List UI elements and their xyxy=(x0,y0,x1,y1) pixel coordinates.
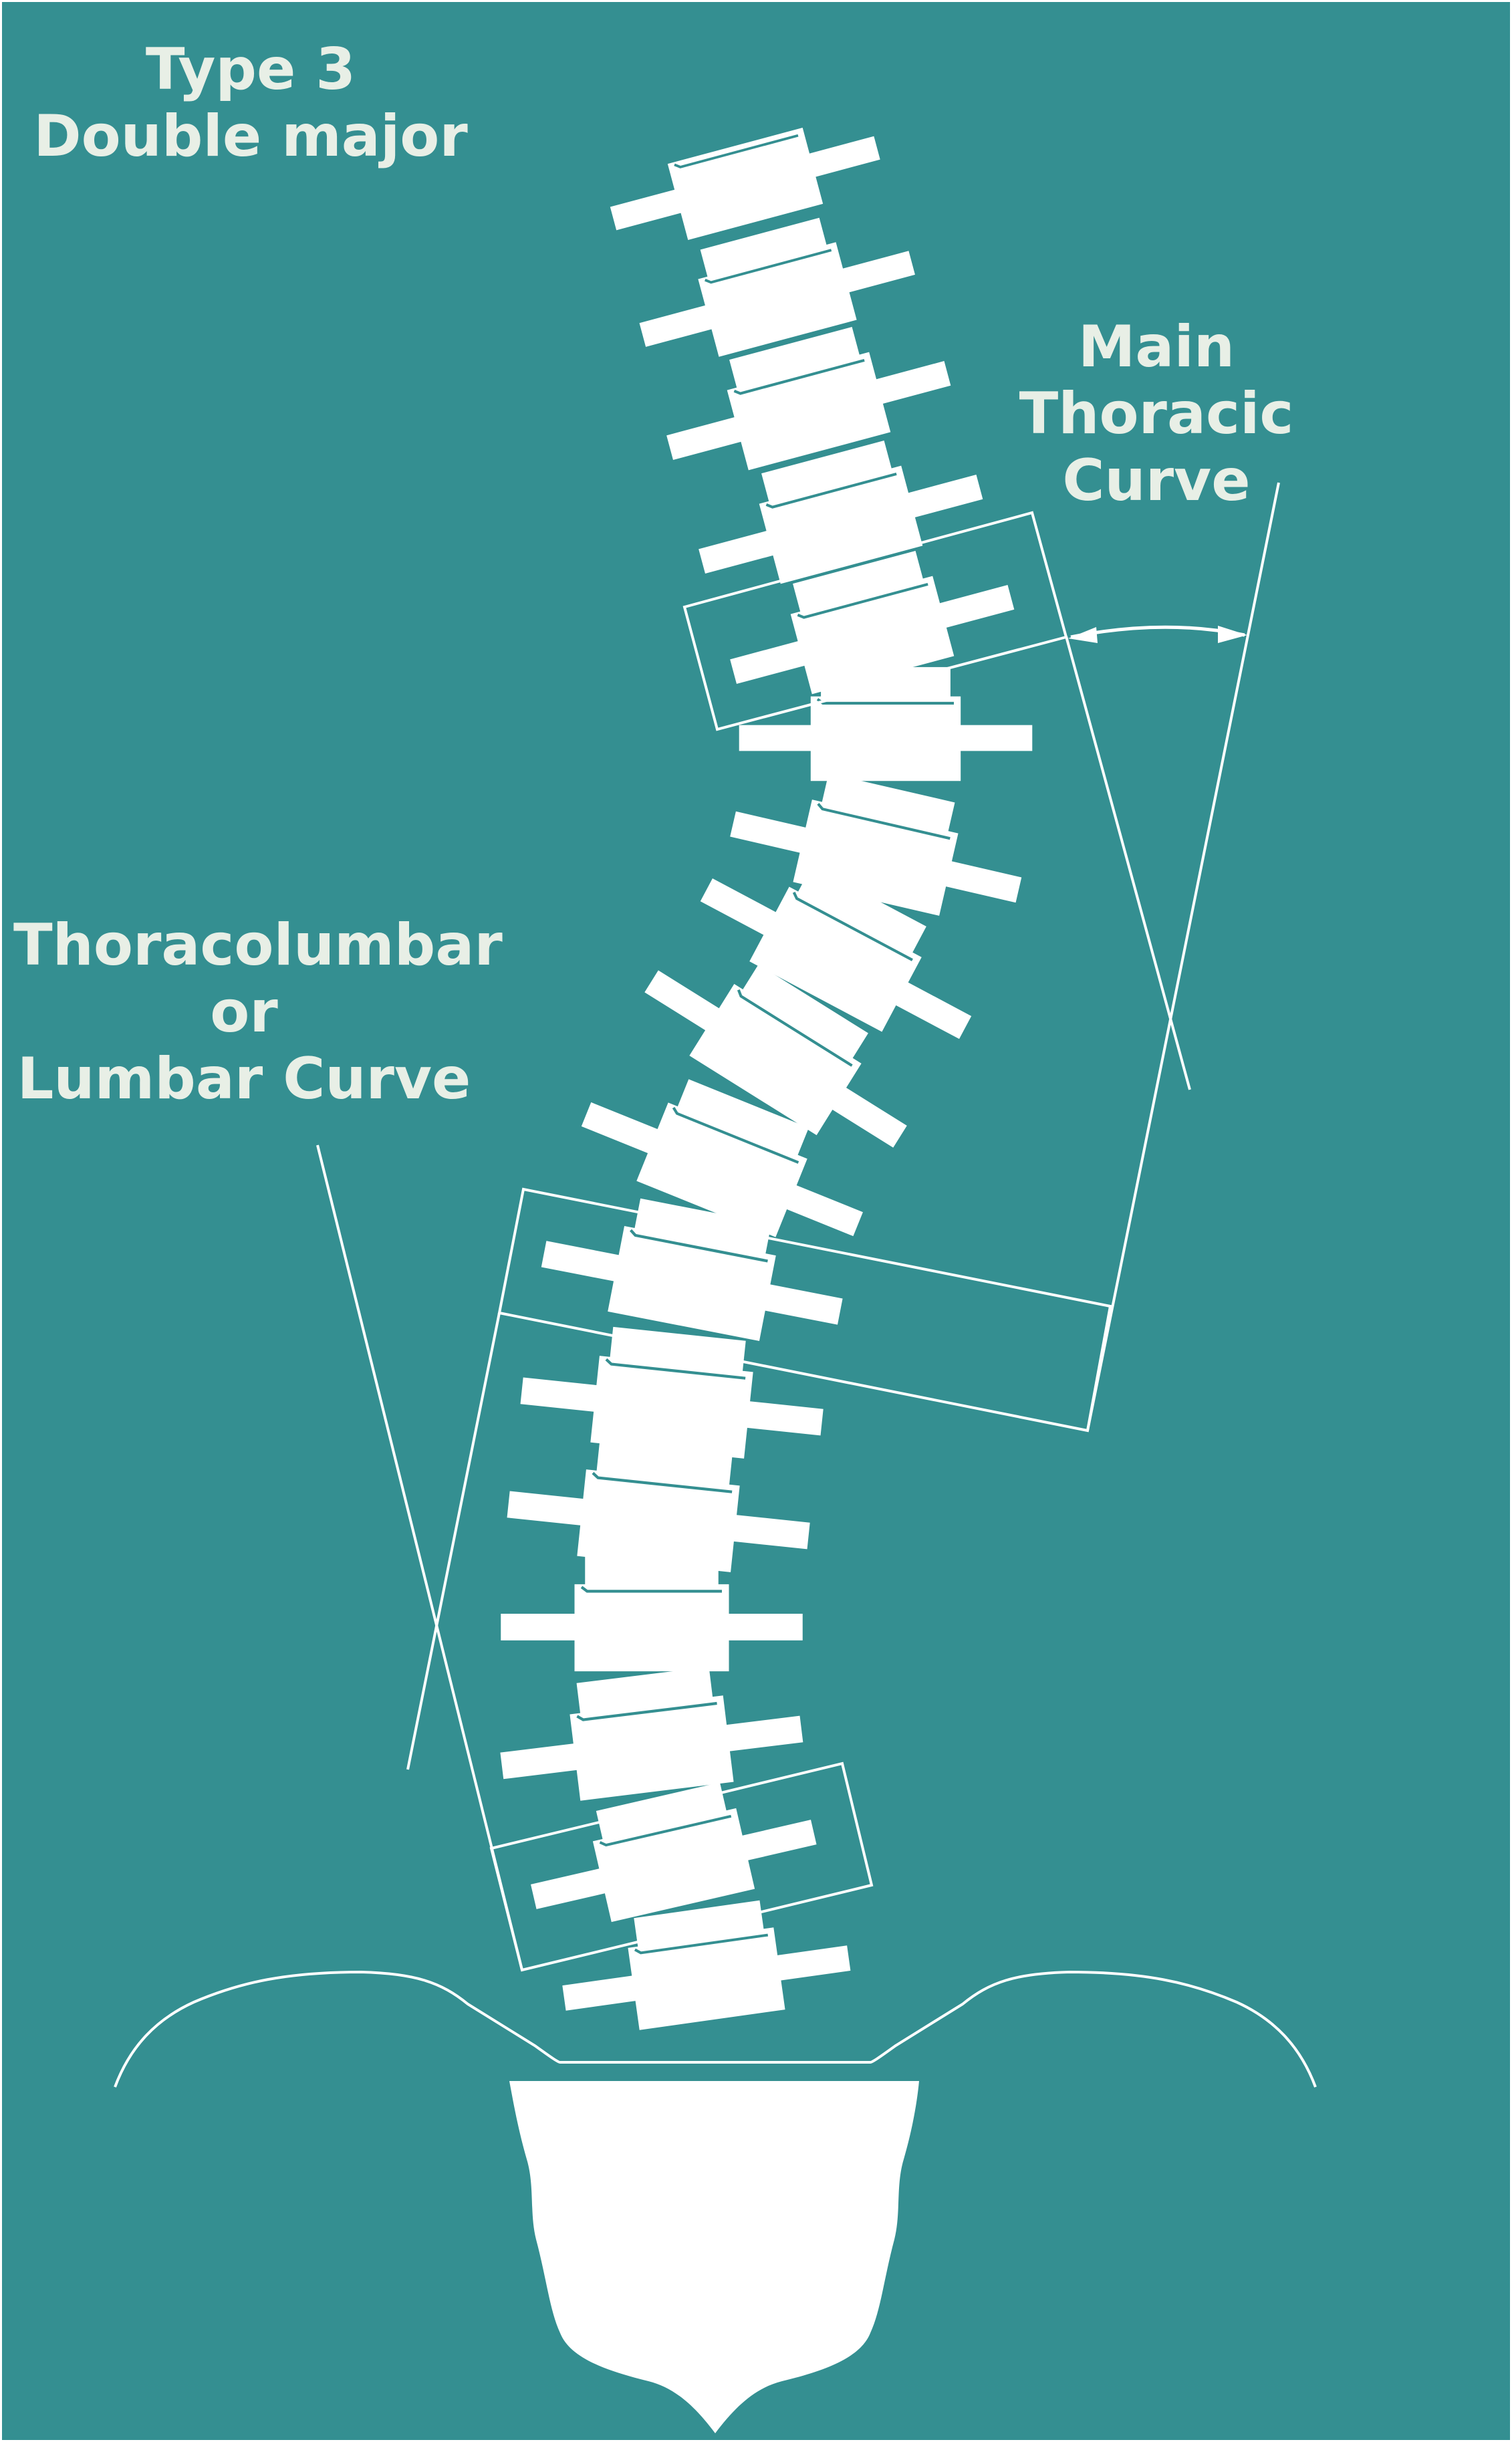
vertebra-body xyxy=(541,1226,843,1341)
vertebra-pedicle xyxy=(740,964,868,1062)
spine-vertebra-icon xyxy=(520,1326,824,1459)
vertebra-notch xyxy=(629,1229,768,1263)
angle-arrowhead-right xyxy=(1218,626,1247,643)
title-line-2: Double major xyxy=(33,102,468,170)
vertebra-body xyxy=(562,1927,851,2030)
spine-vertebra-icon xyxy=(699,440,983,584)
spine-vertebra-icon xyxy=(581,1079,863,1237)
main-thoracic-curve-label: Main Thoracic Curve xyxy=(1003,314,1310,514)
vertebra-notch xyxy=(797,582,928,619)
mtc-line-1: Main xyxy=(1078,314,1235,380)
vertebra-body xyxy=(730,576,1015,695)
thoracic-cobb-line-lower xyxy=(1086,482,1280,1431)
spine-vertebra-icon xyxy=(500,1667,803,1801)
spine-vertebra-icon xyxy=(666,326,951,471)
sacrum-icon xyxy=(509,2081,919,2433)
vertebra-notch xyxy=(765,472,897,509)
vertebra-body xyxy=(501,1584,803,1672)
spine-vertebra-icon xyxy=(531,1782,817,1923)
vertebra-body xyxy=(739,696,1033,781)
vertebra-body xyxy=(699,465,983,584)
spine-vertebra-icon xyxy=(700,865,972,1040)
spine-column xyxy=(500,128,1033,2030)
pelvis-icon xyxy=(114,1970,1317,2088)
vertebra-notch xyxy=(634,1933,769,1955)
spine-vertebra-icon xyxy=(644,964,907,1148)
vertebra-notch xyxy=(737,989,853,1067)
vertebra-pedicle xyxy=(585,1554,719,1590)
vertebra-notch xyxy=(599,1814,732,1847)
vertebra-notch xyxy=(674,134,799,168)
vertebra-notch xyxy=(733,358,865,395)
vertebra-notch xyxy=(817,803,951,840)
diagram-title: Type 3 Double major xyxy=(27,36,475,170)
thoracic-cobb-line-upper xyxy=(1065,636,1191,1090)
vertebra-pedicle xyxy=(596,1782,728,1844)
vertebra-notch xyxy=(605,1358,746,1380)
spine-vertebra-icon xyxy=(501,1554,803,1672)
spine-vertebra-icon xyxy=(639,217,915,357)
spine-vertebra-icon xyxy=(610,128,880,240)
vertebra-notch xyxy=(580,1586,722,1593)
tlc-line-2: or xyxy=(210,978,278,1046)
spine-vertebra-icon xyxy=(730,773,1022,916)
angle-arrowhead-left xyxy=(1068,627,1098,643)
vertebra-body xyxy=(610,128,880,240)
vertebra-body xyxy=(581,1102,863,1237)
thoracolumbar-curve-label: Thoracolumbar or Lumbar Curve xyxy=(13,912,503,1112)
mtc-line-3: Curve xyxy=(1062,447,1251,514)
vertebra-body xyxy=(500,1695,803,1801)
vertebra-body xyxy=(644,970,907,1148)
lumbar-cobb-line-upper xyxy=(406,1312,501,1770)
spine-vertebra-icon xyxy=(730,550,1015,695)
vertebra-pedicle xyxy=(634,1198,771,1259)
tlc-line-1: Thoracolumbar xyxy=(13,912,503,979)
mtc-line-2: Thoracic xyxy=(1019,380,1294,447)
spine-vertebra-icon xyxy=(507,1440,810,1572)
vertebra-pedicle xyxy=(793,550,924,616)
vertebra-body xyxy=(531,1808,817,1923)
vertebra-notch xyxy=(672,1106,799,1164)
vertebra-body xyxy=(666,352,951,471)
vertebra-notch xyxy=(816,698,954,705)
vertebra-body xyxy=(520,1356,824,1459)
vertebra-pedicle xyxy=(795,865,926,957)
spine-vertebra-icon xyxy=(541,1198,843,1341)
vertebra-notch xyxy=(576,1701,717,1721)
vertebra-pedicle xyxy=(761,440,893,506)
vertebra-body xyxy=(730,800,1022,916)
vertebra-pedicle xyxy=(700,217,828,281)
spine-vertebra-icon xyxy=(739,666,1033,781)
vertebra-pedicle xyxy=(676,1079,809,1160)
vertebra-body xyxy=(700,878,972,1040)
vertebra-notch xyxy=(705,249,832,284)
tlc-line-3: Lumbar Curve xyxy=(17,1045,471,1112)
vertebra-notch xyxy=(792,892,913,961)
vertebra-notch xyxy=(592,1471,733,1493)
vertebra-body xyxy=(639,242,915,357)
vertebra-body xyxy=(507,1469,810,1572)
vertebra-pedicle xyxy=(729,326,861,392)
lumbar-cobb-line-lower xyxy=(316,1144,523,1971)
title-line-1: Type 3 xyxy=(145,36,356,103)
vertebra-pedicle xyxy=(821,773,955,836)
